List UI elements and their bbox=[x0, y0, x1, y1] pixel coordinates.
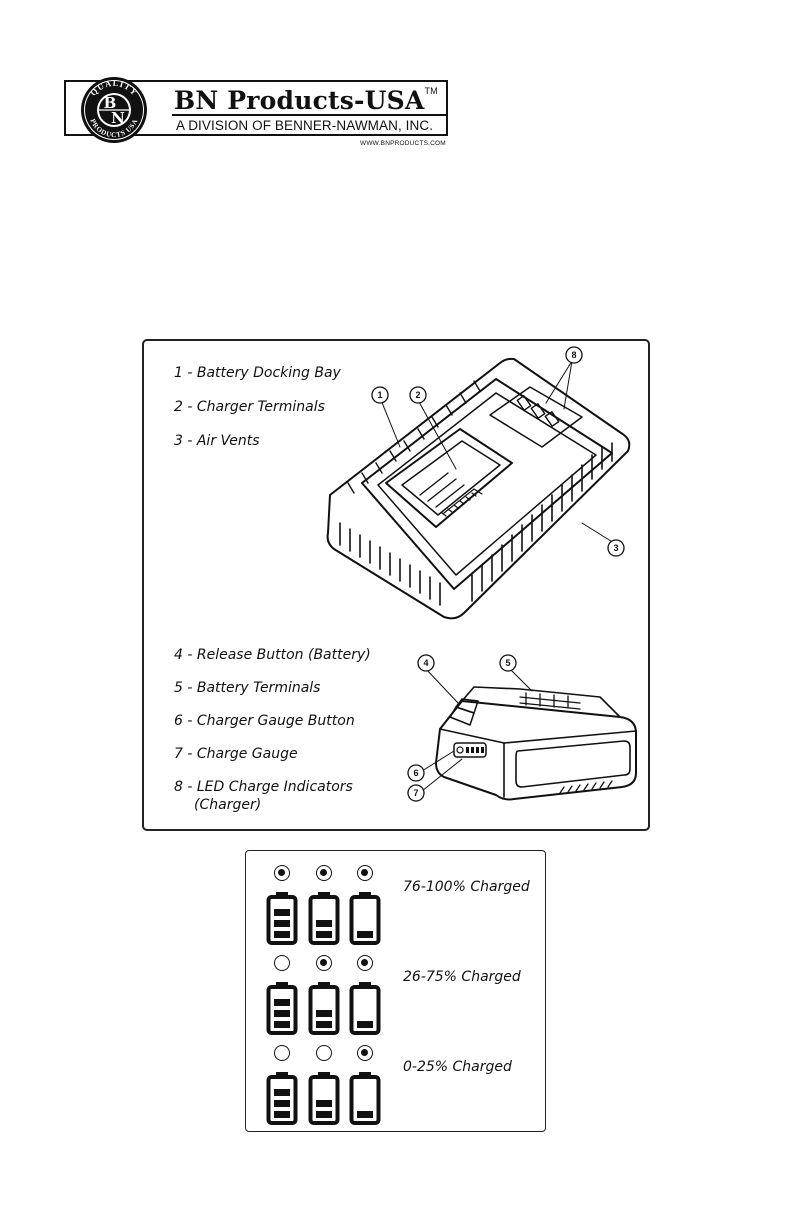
callout-1: 1 bbox=[377, 390, 382, 400]
svg-text:N: N bbox=[111, 109, 125, 127]
callout-7: 7 bbox=[413, 788, 418, 798]
label-release-button: 4 - Release Button (Battery) bbox=[174, 647, 371, 663]
led-on-icon bbox=[357, 955, 373, 971]
callout-5: 5 bbox=[505, 658, 510, 668]
label-charger-terminals: 2 - Charger Terminals bbox=[174, 399, 325, 415]
led-on-icon bbox=[274, 865, 290, 881]
charge-levels-panel: 76-100% Charged 26-75% Charged 0-25% Charg… bbox=[245, 850, 546, 1132]
website-url: WWW.BNPRODUCTS.COM bbox=[360, 140, 446, 147]
label-air-vents: 3 - Air Vents bbox=[174, 433, 260, 449]
label-led-charge-indicators: 8 - LED Charge Indicators bbox=[174, 779, 353, 795]
brand-logo: QUALITY PRODUCTS USA B N BN Products-USA… bbox=[64, 76, 450, 150]
led-on-icon bbox=[316, 955, 332, 971]
battery-two-thirds-icon bbox=[308, 892, 340, 945]
battery-one-third-icon bbox=[349, 1072, 381, 1125]
logo-frame bbox=[64, 80, 448, 136]
quality-seal-icon: QUALITY PRODUCTS USA B N bbox=[81, 77, 147, 143]
components-panel: 1 - Battery Docking Bay 2 - Charger Term… bbox=[142, 339, 650, 831]
callout-6: 6 bbox=[413, 768, 418, 778]
charge-level-row: 26-75% Charged bbox=[246, 955, 545, 1043]
battery-full-icon bbox=[266, 982, 298, 1035]
label-charger-gauge-button: 6 - Charger Gauge Button bbox=[174, 713, 355, 729]
charge-level-label: 0-25% Charged bbox=[403, 1059, 512, 1075]
battery-full-icon bbox=[266, 1072, 298, 1125]
label-led-charger-note: (Charger) bbox=[194, 797, 262, 813]
led-on-icon bbox=[316, 865, 332, 881]
charge-level-row: 76-100% Charged bbox=[246, 865, 545, 953]
callout-4: 4 bbox=[423, 658, 428, 668]
charge-level-label: 26-75% Charged bbox=[403, 969, 521, 985]
battery-diagram: 4 5 6 7 bbox=[407, 654, 637, 802]
callout-2: 2 bbox=[415, 390, 420, 400]
battery-one-third-icon bbox=[349, 892, 381, 945]
led-on-icon bbox=[357, 1045, 373, 1061]
label-battery-terminals: 5 - Battery Terminals bbox=[174, 680, 321, 696]
label-charge-gauge: 7 - Charge Gauge bbox=[174, 746, 298, 762]
battery-full-icon bbox=[266, 892, 298, 945]
callout-8: 8 bbox=[571, 350, 576, 360]
led-on-icon bbox=[357, 865, 373, 881]
led-off-icon bbox=[274, 1045, 290, 1061]
led-off-icon bbox=[274, 955, 290, 971]
led-off-icon bbox=[316, 1045, 332, 1061]
division-text: A DIVISION OF BENNER-NAWMAN, INC. bbox=[176, 118, 434, 133]
charge-level-label: 76-100% Charged bbox=[403, 879, 530, 895]
battery-one-third-icon bbox=[349, 982, 381, 1035]
svg-text:B: B bbox=[104, 94, 117, 112]
label-battery-docking-bay: 1 - Battery Docking Bay bbox=[174, 365, 341, 381]
callout-3: 3 bbox=[613, 543, 618, 553]
battery-two-thirds-icon bbox=[308, 982, 340, 1035]
brand-name: BN Products-USATM bbox=[174, 86, 438, 115]
charge-level-row: 0-25% Charged bbox=[246, 1045, 545, 1133]
charger-diagram: 1 2 8 3 bbox=[326, 346, 631, 620]
logo-divider bbox=[172, 114, 446, 116]
battery-two-thirds-icon bbox=[308, 1072, 340, 1125]
